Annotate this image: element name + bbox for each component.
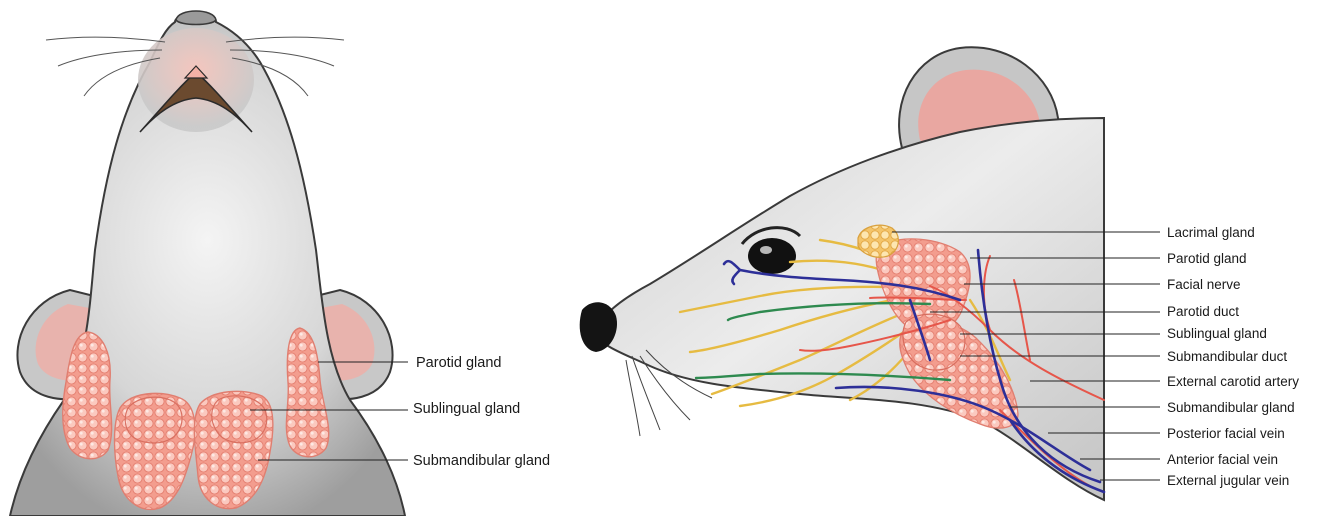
label-facial-nerve: Facial nerve <box>1167 277 1241 292</box>
label-external-jugular-vein: External jugular vein <box>1167 473 1289 488</box>
lateral-view: Lacrimal gland Parotid gland Facial nerv… <box>580 47 1300 500</box>
label-external-carotid-artery: External carotid artery <box>1167 374 1299 389</box>
label-ventral-submandibular: Submandibular gland <box>413 453 550 469</box>
ventral-sublingual-gland-left <box>125 397 182 443</box>
label-ventral-parotid: Parotid gland <box>416 355 501 371</box>
label-sublingual-gland: Sublingual gland <box>1167 326 1267 341</box>
ventral-sublingual-gland-right <box>212 396 267 443</box>
label-anterior-facial-vein: Anterior facial vein <box>1167 452 1278 467</box>
label-lacrimal-gland: Lacrimal gland <box>1167 225 1255 240</box>
ventral-view: Parotid gland Sublingual gland Submandib… <box>10 11 550 516</box>
label-submandibular-duct: Submandibular duct <box>1167 349 1287 364</box>
label-ventral-sublingual: Sublingual gland <box>413 401 520 417</box>
lateral-labels: Lacrimal gland Parotid gland Facial nerv… <box>1167 225 1299 488</box>
label-parotid-duct: Parotid duct <box>1167 304 1239 319</box>
lacrimal-gland <box>858 225 898 257</box>
label-posterior-facial-vein: Posterior facial vein <box>1167 426 1285 441</box>
label-parotid-gland: Parotid gland <box>1167 251 1247 266</box>
label-submandibular-gland: Submandibular gland <box>1167 400 1295 415</box>
ventral-nose-icon <box>176 11 216 25</box>
